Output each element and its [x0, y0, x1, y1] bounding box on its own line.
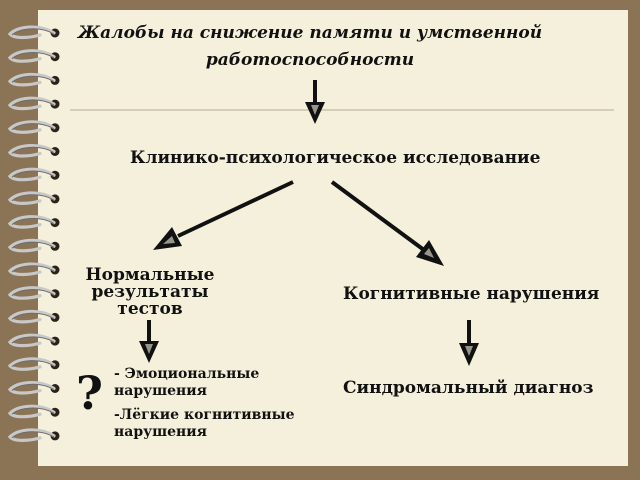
outcome-emotional-line-1: - Эмоциональные — [114, 366, 260, 382]
binding-ring — [7, 333, 60, 348]
binding-ring — [7, 357, 60, 371]
outcome-mild-cognitive-line-1: -Лёгкие когнитивные — [114, 407, 295, 423]
normal-results-line-2: результаты — [91, 282, 209, 302]
arrow-down-2 — [139, 320, 159, 363]
normal-results-line-3: тестов — [117, 299, 183, 319]
binding-ring — [7, 144, 60, 158]
outcome-emotional-line-2: нарушения — [114, 383, 207, 399]
syndromal-diagnosis-label: Синдромальный диагноз — [343, 378, 594, 398]
binding-ring — [7, 72, 60, 87]
binding-ring — [7, 404, 60, 419]
outcomes-list: - Эмоциональные нарушения -Лёгкие когнит… — [114, 366, 314, 448]
binding-ring — [7, 262, 60, 277]
binding-ring — [7, 120, 60, 134]
arrow-down-3 — [459, 320, 479, 366]
arrow-right-diagonal — [330, 180, 444, 266]
binding-ring — [7, 25, 60, 40]
binding-ring — [7, 381, 60, 395]
outcome-mild-cognitive: -Лёгкие когнитивные нарушения — [114, 407, 314, 441]
binding-ring — [7, 309, 60, 324]
clinical-exam-label: Клинико-психологическое исследование — [130, 148, 541, 168]
title-line-1: Жалобы на снижение памяти и умственной — [77, 23, 543, 43]
normal-results-line-1: Нормальные — [85, 265, 215, 285]
binding-ring — [7, 191, 60, 205]
arrow-down-1 — [305, 80, 325, 124]
binding-ring — [7, 96, 60, 111]
paper-sheet — [38, 10, 628, 466]
outcome-emotional: - Эмоциональные нарушения — [114, 366, 314, 400]
binding-ring — [7, 49, 60, 63]
cognitive-impairment-label: Когнитивные нарушения — [343, 284, 600, 304]
binding-ring — [7, 286, 60, 300]
binding-ring — [7, 238, 60, 253]
binding-ring — [7, 428, 60, 442]
binding-ring — [7, 215, 60, 229]
binding-ring — [7, 167, 60, 182]
question-mark: ? — [76, 366, 103, 420]
title-line-2: работоспособности — [205, 50, 415, 70]
outcome-mild-cognitive-line-2: нарушения — [114, 424, 207, 440]
normal-results-label: Нормальные результаты тестов — [60, 267, 240, 318]
arrow-left-diagonal — [153, 180, 294, 250]
spiral-binding — [7, 25, 60, 442]
diagram-title: Жалобы на снижение памяти и умственной р… — [60, 20, 560, 74]
